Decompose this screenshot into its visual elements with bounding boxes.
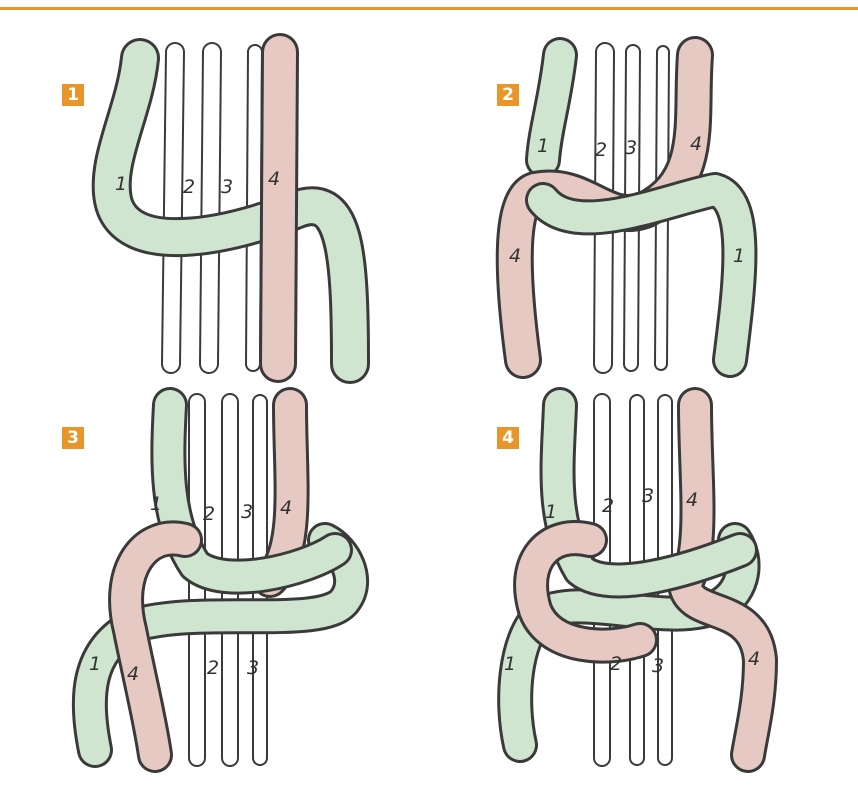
cord-2 [171, 52, 175, 364]
label-cord-1-top: 1 [545, 501, 557, 523]
cord-4-pink [278, 52, 280, 364]
label-cord-1-top: 1 [537, 135, 549, 157]
label-cord-4-top: 4 [686, 489, 698, 511]
label-cord-4: 4 [268, 168, 280, 190]
label-cord-2-bottom: 2 [610, 653, 622, 675]
label-cord-4-bottom: 4 [127, 663, 139, 685]
cord-1-green [543, 190, 739, 360]
label-cord-3: 3 [221, 176, 233, 198]
step-1-diagram: 1 2 3 4 [95, 50, 385, 370]
label-cord-4-top: 4 [280, 497, 292, 519]
label-cord-1-top: 1 [150, 493, 162, 515]
label-cord-2-top: 2 [203, 503, 215, 525]
step-2-diagram: 1 2 3 4 4 1 [495, 50, 775, 370]
label-cord-2-bottom: 2 [207, 657, 219, 679]
top-rule [0, 7, 858, 10]
label-cord-1: 1 [115, 173, 127, 195]
step-1-badge: 1 [62, 84, 84, 106]
cord-4-pink [126, 538, 185, 755]
label-cord-4-top: 4 [690, 133, 702, 155]
label-cord-1-bottom: 1 [504, 653, 516, 675]
label-cord-3-bottom: 3 [652, 655, 664, 677]
step-4-diagram: 1 2 3 4 2 3 1 4 [490, 400, 790, 762]
label-cord-4-bottom: 4 [509, 245, 521, 267]
label-cord-3-bottom: 3 [247, 657, 259, 679]
label-cord-3-top: 3 [241, 501, 253, 523]
label-cord-2-top: 2 [602, 495, 614, 517]
label-cord-3-top: 3 [642, 485, 654, 507]
label-cord-2: 2 [595, 139, 607, 161]
label-cord-2: 2 [183, 176, 195, 198]
label-cord-1-bottom: 1 [733, 245, 745, 267]
label-cord-4-bottom: 4 [748, 648, 760, 670]
step-3-diagram: 1 2 3 4 2 3 1 4 [75, 400, 375, 762]
label-cord-3: 3 [625, 137, 637, 159]
label-cord-1-bottom: 1 [89, 653, 101, 675]
cord-1-green [112, 58, 350, 364]
cord-3 [209, 52, 212, 364]
